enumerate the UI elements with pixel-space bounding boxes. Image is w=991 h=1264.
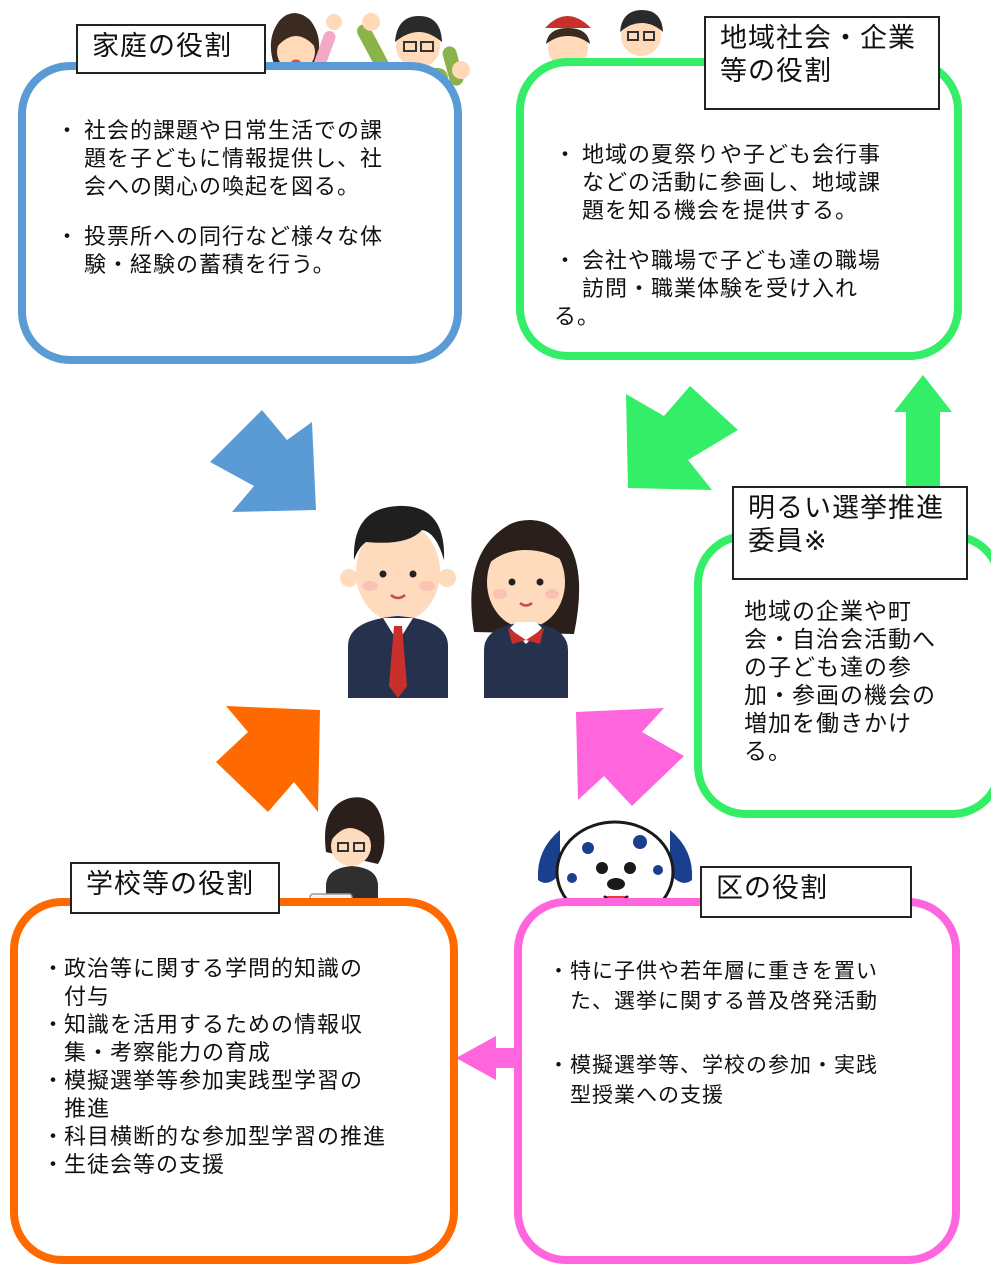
text-line: 模擬選挙等、学校の参加・実践: [570, 1053, 878, 1077]
text-line: 訪問・職業体験を受け入れ: [582, 277, 859, 302]
list-item: 科目横断的な参加型学習の推進: [42, 1124, 442, 1152]
ward-arrow: [576, 708, 684, 806]
student-girl-icon: [471, 520, 580, 698]
text-line: 増加を働きかけ: [744, 711, 912, 737]
dalmatian-mascot-icon: [537, 820, 693, 938]
text-line: 題を子どもに情報提供し、社: [84, 147, 384, 172]
student-boy-icon: [340, 505, 456, 698]
family-title: 家庭の役割: [76, 24, 266, 74]
community-title: 地域社会・企業 等の役割: [704, 16, 940, 110]
text-line: 社会的課題や日常生活での課: [84, 119, 384, 144]
school-title: 学校等の役割: [70, 862, 280, 914]
promoter-title-line: 明るい選挙推進: [748, 493, 944, 524]
text-line: 題を知る機会を提供する。: [582, 199, 859, 224]
ward-title: 区の役割: [700, 866, 912, 918]
community-arrow: [626, 386, 738, 490]
text-line: 特に子供や若年層に重きを置い: [570, 959, 878, 983]
list-item: 投票所への同行など様々な体 験・経験の蓄積を行う。: [56, 224, 436, 280]
text-line: 推進: [64, 1097, 111, 1122]
family-box: [18, 62, 462, 364]
text-line: 会への関心の喚起を図る。: [84, 175, 361, 200]
ward-text: 特に子供や若年層に重きを置い た、選挙に関する普及啓発活動 模擬選挙等、学校の参…: [548, 956, 948, 1110]
text-line: た、選挙に関する普及啓発活動: [570, 989, 878, 1013]
text-line: 地域の夏祭りや子ども会行事: [582, 143, 882, 168]
community-title-line: 等の役割: [720, 56, 832, 87]
list-item: 政治等に関する学問的知識の 付与: [42, 956, 442, 1012]
list-item: 地域の夏祭りや子ども会行事 などの活動に参画し、地域課 題を知る機会を提供する。: [554, 142, 944, 226]
text-line: 政治等に関する学問的知識の: [64, 957, 364, 982]
text-line: 付与: [64, 985, 111, 1010]
text-line: の子ども達の参: [744, 655, 912, 681]
text-line: 験・経験の蓄積を行う。: [84, 253, 336, 278]
promoter-title: 明るい選挙推進 委員※: [732, 486, 968, 580]
text-line: 会社や職場で子ども達の職場: [582, 249, 882, 274]
text-line: 地域の企業や町: [744, 599, 912, 625]
text-line: 科目横断的な参加型学習の推進: [64, 1125, 387, 1150]
school-arrow: [216, 706, 320, 812]
list-item: 社会的課題や日常生活での課 題を子どもに情報提供し、社 会への関心の喚起を図る。: [56, 118, 436, 202]
list-item: 会社や職場で子ども達の職場 訪問・職業体験を受け入れ: [554, 248, 944, 304]
community-text: 地域の夏祭りや子ども会行事 などの活動に参画し、地域課 題を知る機会を提供する。…: [554, 142, 944, 332]
family-text: 社会的課題や日常生活での課 題を子どもに情報提供し、社 会への関心の喚起を図る。…: [56, 118, 436, 280]
text-line: 模擬選挙等参加実践型学習の: [64, 1069, 364, 1094]
list-item: 特に子供や若年層に重きを置い た、選挙に関する普及啓発活動: [548, 956, 948, 1016]
promoter-up-arrow: [894, 375, 952, 490]
text-line: 集・考察能力の育成: [64, 1041, 272, 1066]
text-line: る。: [554, 305, 601, 330]
list-item: 模擬選挙等参加実践型学習の 推進: [42, 1068, 442, 1124]
text-line: る。: [744, 739, 792, 765]
promoter-text: 地域の企業や町 会・自治会活動へ の子ども達の参 加・参画の機会の 増加を働きか…: [744, 598, 964, 766]
promoter-title-line: 委員※: [748, 526, 828, 557]
text-line: などの活動に参画し、地域課: [582, 171, 882, 196]
family-arrow: [210, 410, 316, 512]
text-line: 投票所への同行など様々な体: [84, 225, 384, 250]
list-item: 模擬選挙等、学校の参加・実践 型授業への支援: [548, 1050, 948, 1110]
school-text: 政治等に関する学問的知識の 付与 知識を活用するための情報収 集・考察能力の育成…: [42, 956, 442, 1180]
text-line: 加・参画の機会の: [744, 683, 936, 709]
text-line: 知識を活用するための情報収: [64, 1013, 364, 1038]
list-item: 知識を活用するための情報収 集・考察能力の育成: [42, 1012, 442, 1068]
community-title-line: 地域社会・企業: [720, 23, 916, 54]
text-line: 型授業への支援: [570, 1083, 724, 1107]
text-line: 会・自治会活動へ: [744, 627, 936, 653]
ward-to-school-arrow: [456, 1036, 530, 1080]
list-item: 生徒会等の支援: [42, 1152, 442, 1180]
text-line: 生徒会等の支援: [64, 1153, 226, 1178]
